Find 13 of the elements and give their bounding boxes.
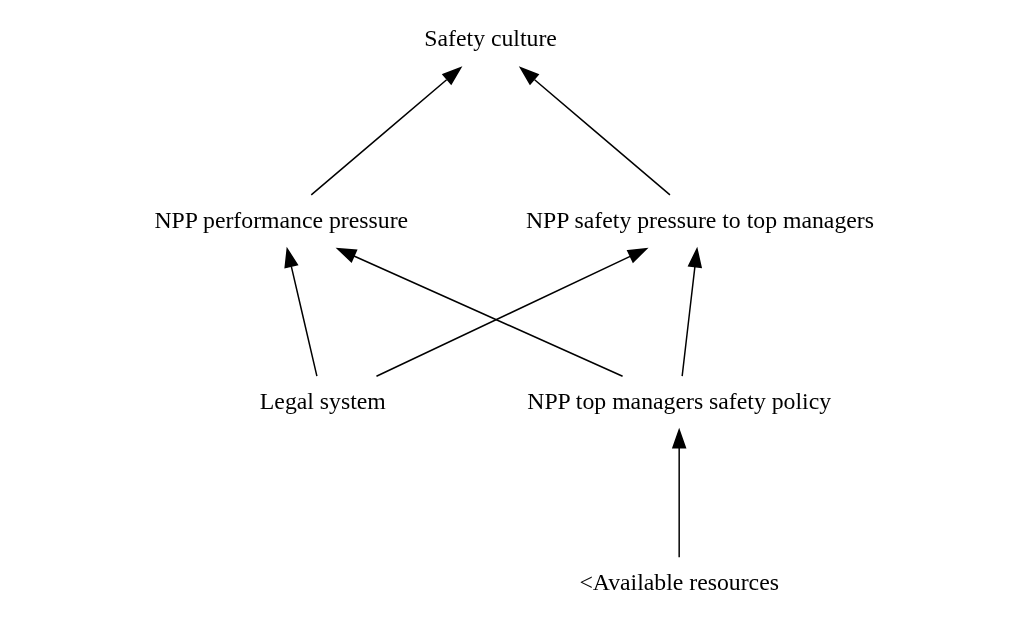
- node-text: NPP safety pressure to top managers: [525, 206, 874, 233]
- arrow: [310, 66, 463, 196]
- arrow: [518, 66, 671, 196]
- node-text: <Available resources: [579, 568, 779, 595]
- arrow: [671, 427, 687, 558]
- arrow: [335, 247, 624, 377]
- node-text: NPP performance pressure: [154, 206, 409, 233]
- arrow: [375, 247, 649, 377]
- arrow: [284, 246, 318, 377]
- node-text: Safety culture: [424, 25, 557, 52]
- node-text: NPP top managers safety policy: [527, 387, 832, 414]
- arrow: [681, 246, 703, 377]
- node-text: Legal system: [259, 387, 386, 414]
